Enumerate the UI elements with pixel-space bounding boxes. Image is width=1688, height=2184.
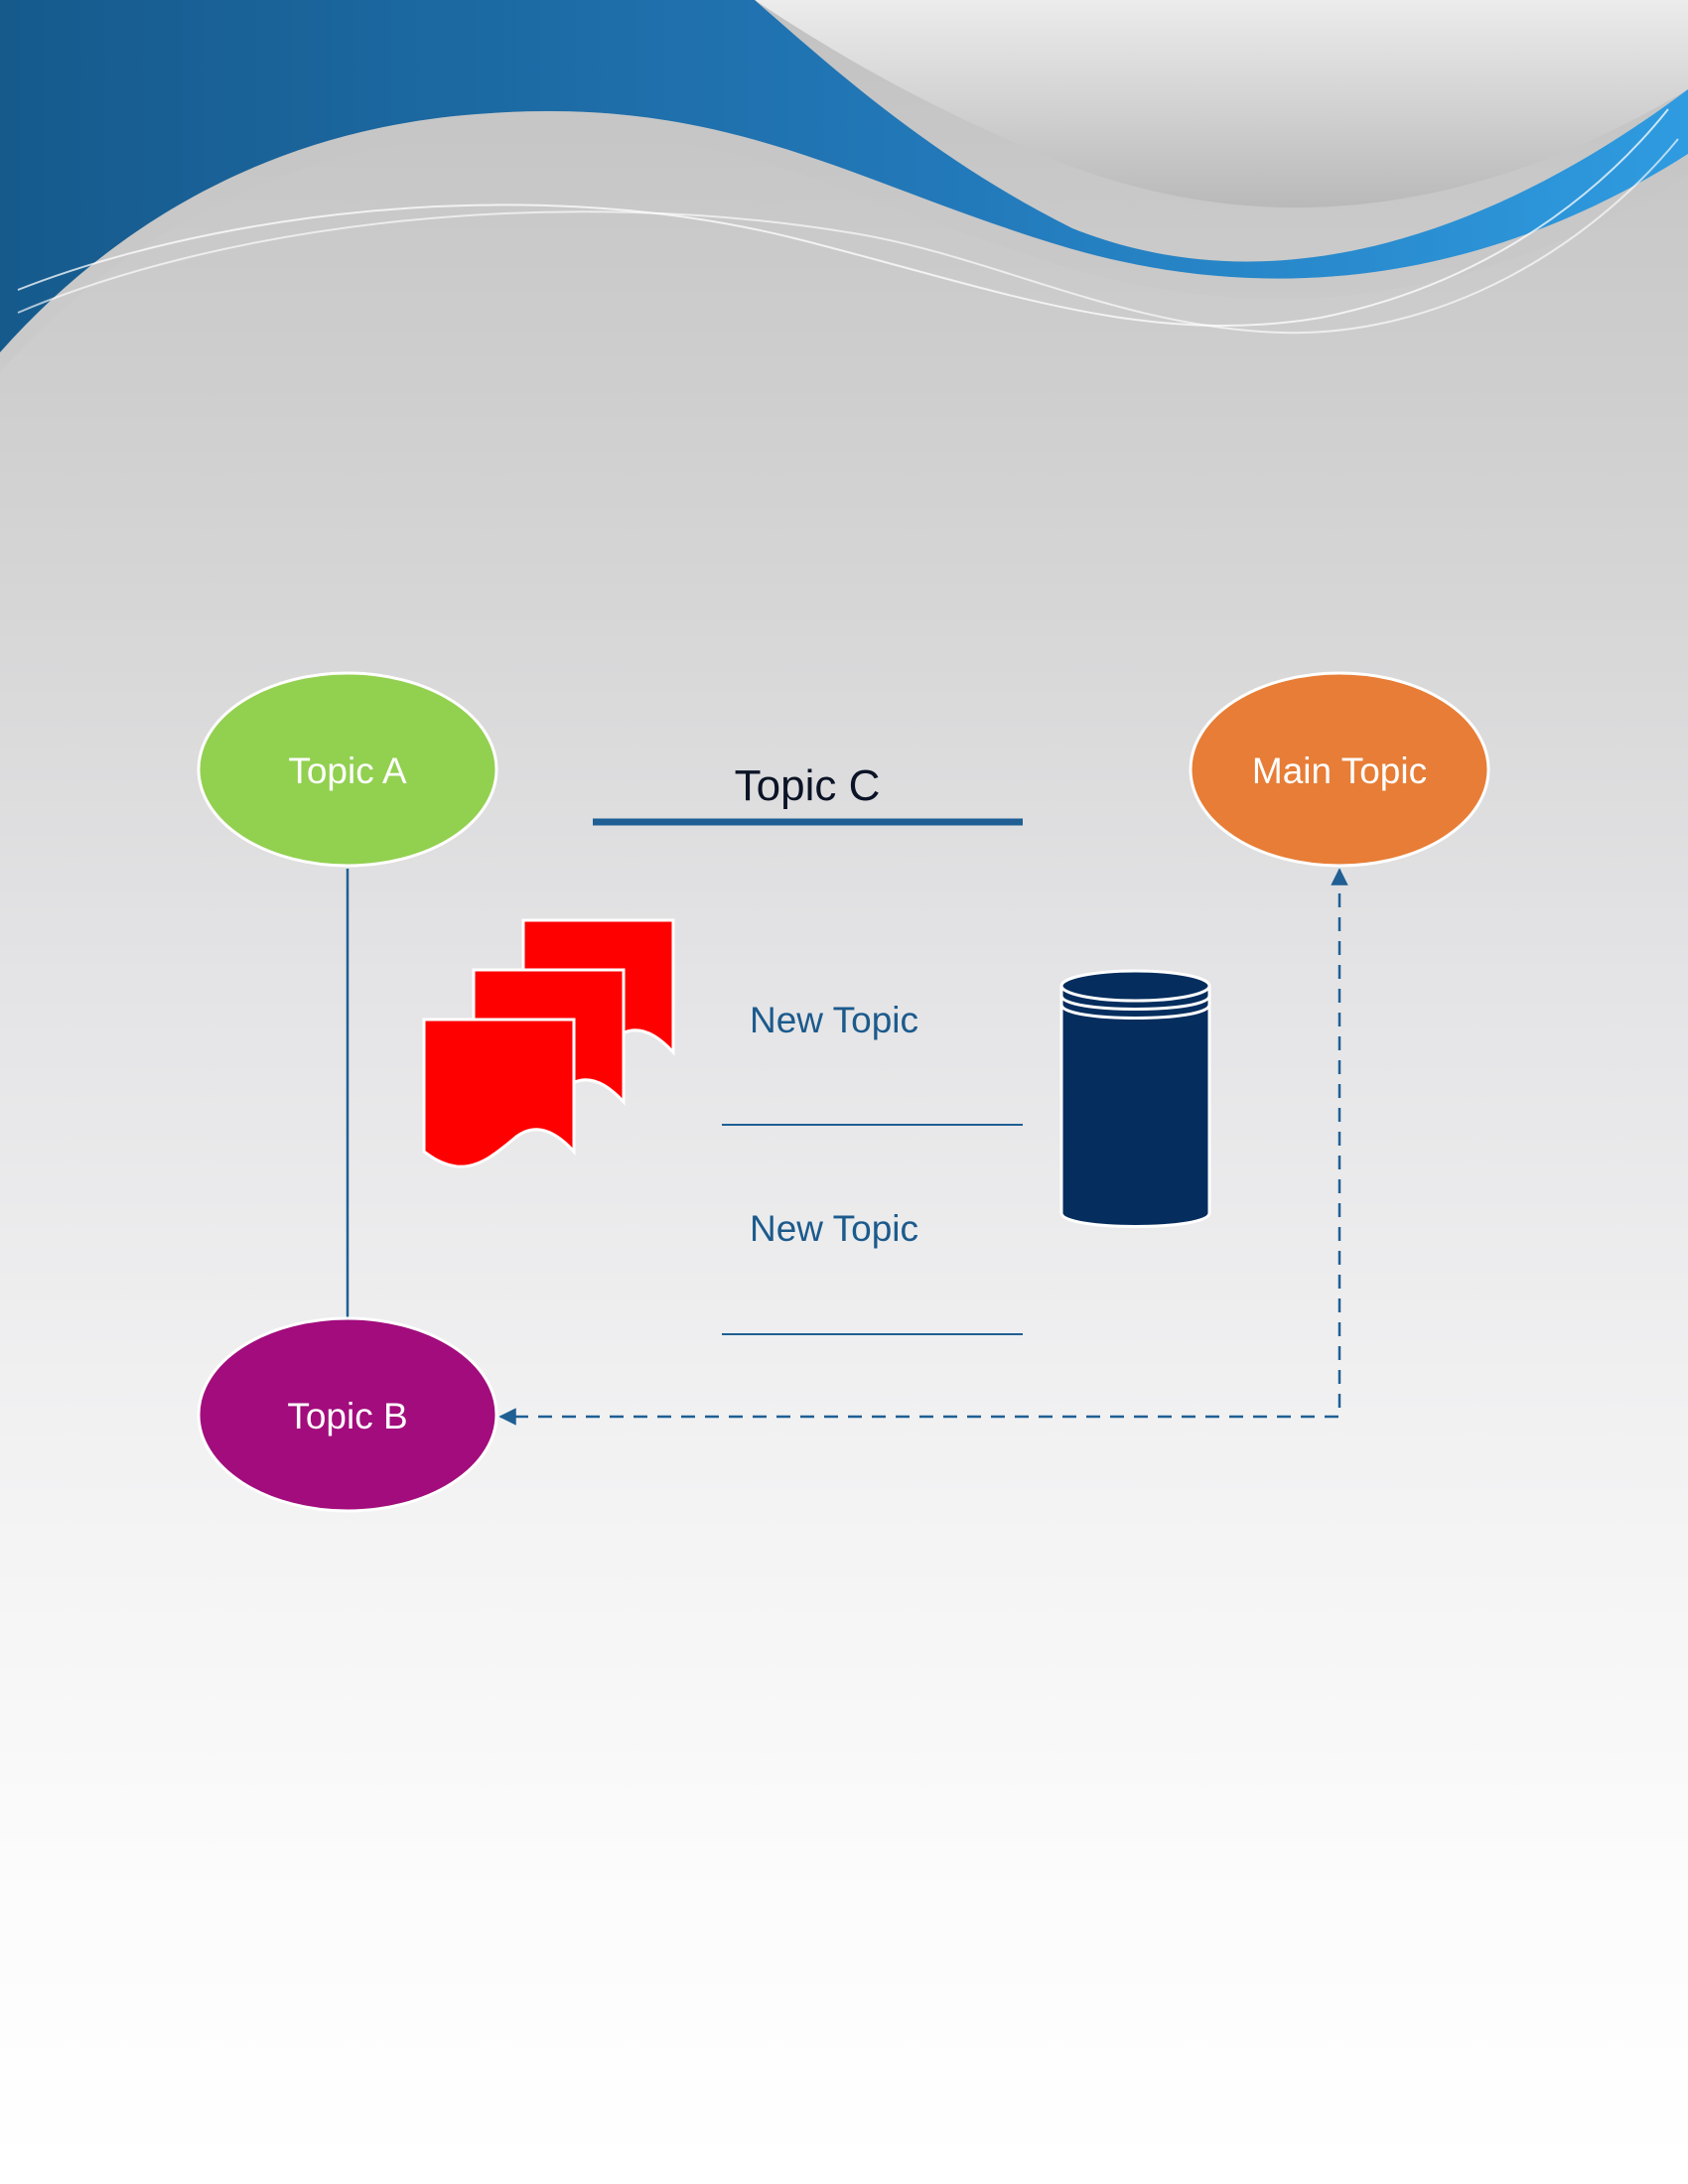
topic-b-node[interactable]: [197, 1316, 498, 1513]
connector-main-topic-to-topic-b[interactable]: [498, 868, 1348, 1426]
header-swirl-line-1: [17, 108, 1669, 327]
topic-c-label: Topic C: [734, 761, 881, 810]
topic-a-node[interactable]: [197, 671, 498, 868]
database-icon: [1059, 969, 1211, 1228]
main-topic-node[interactable]: [1189, 671, 1490, 868]
new-topic-1-label: New Topic: [749, 1000, 919, 1040]
topic-a-label: Topic A: [288, 751, 407, 791]
header-grey-corner: [755, 0, 1688, 208]
topic-b-label: Topic B: [287, 1396, 408, 1436]
new-topic-2-label: New Topic: [749, 1208, 919, 1249]
multiple-documents-icon: [422, 918, 675, 1168]
main-topic-label: Main Topic: [1251, 751, 1428, 791]
header-wave-decoration: [0, 0, 1688, 373]
header-blue-swoosh: [0, 0, 1688, 352]
header-swirl-line-2: [17, 138, 1679, 335]
